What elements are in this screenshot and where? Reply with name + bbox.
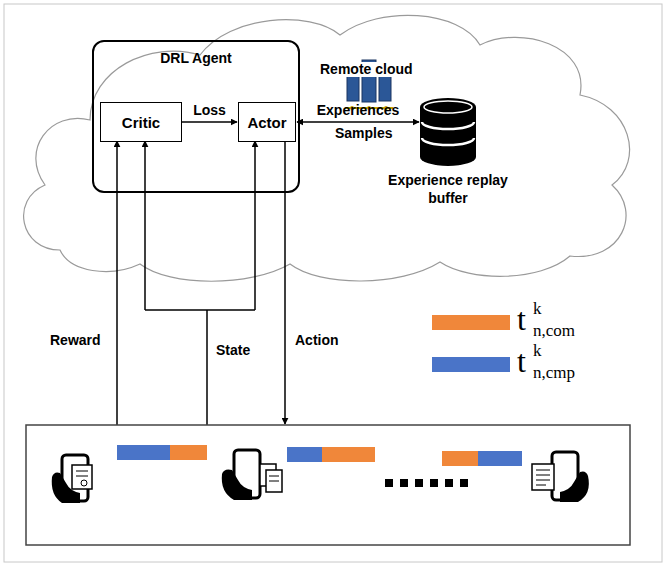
math-index: k: [533, 300, 542, 319]
box-label: Critic: [122, 114, 160, 131]
device-area: [26, 425, 630, 545]
text-label: Reward: [48, 333, 103, 348]
math-index: n,com: [533, 322, 575, 341]
text-label: Remote cloud: [318, 62, 415, 77]
database-cylinder: [420, 98, 476, 166]
ellipsis-dots: [385, 479, 468, 487]
database-label: Experience replay buffer: [378, 172, 518, 207]
legend-swatch: [432, 315, 510, 330]
agent-title: DRL Agent: [94, 50, 298, 66]
math-index: k: [533, 342, 542, 361]
signal-lines: [117, 141, 285, 425]
database-node: Experience replay buffer: [420, 98, 476, 166]
math-index: n,cmp: [533, 364, 575, 383]
edge-label: Loss: [193, 103, 226, 118]
text-label: Action: [293, 333, 341, 348]
edge-label: Experiences: [317, 103, 400, 118]
text-label: State: [214, 343, 252, 358]
cloud: [24, 15, 630, 281]
legend-text: t: [517, 344, 526, 379]
frame: [4, 4, 662, 562]
device-bars: [117, 445, 522, 466]
legend-text: t: [517, 302, 526, 337]
text-label: Samples: [333, 126, 395, 141]
process-box: Critic: [100, 102, 182, 142]
connector-arrow: [182, 121, 237, 123]
connector-arrow: [297, 121, 419, 123]
phone-icons: [52, 450, 589, 503]
box-label: Actor: [247, 114, 286, 131]
process-box: Actor: [238, 102, 296, 142]
legend-swatch: [432, 357, 510, 372]
connector-layer: [182, 122, 419, 123]
